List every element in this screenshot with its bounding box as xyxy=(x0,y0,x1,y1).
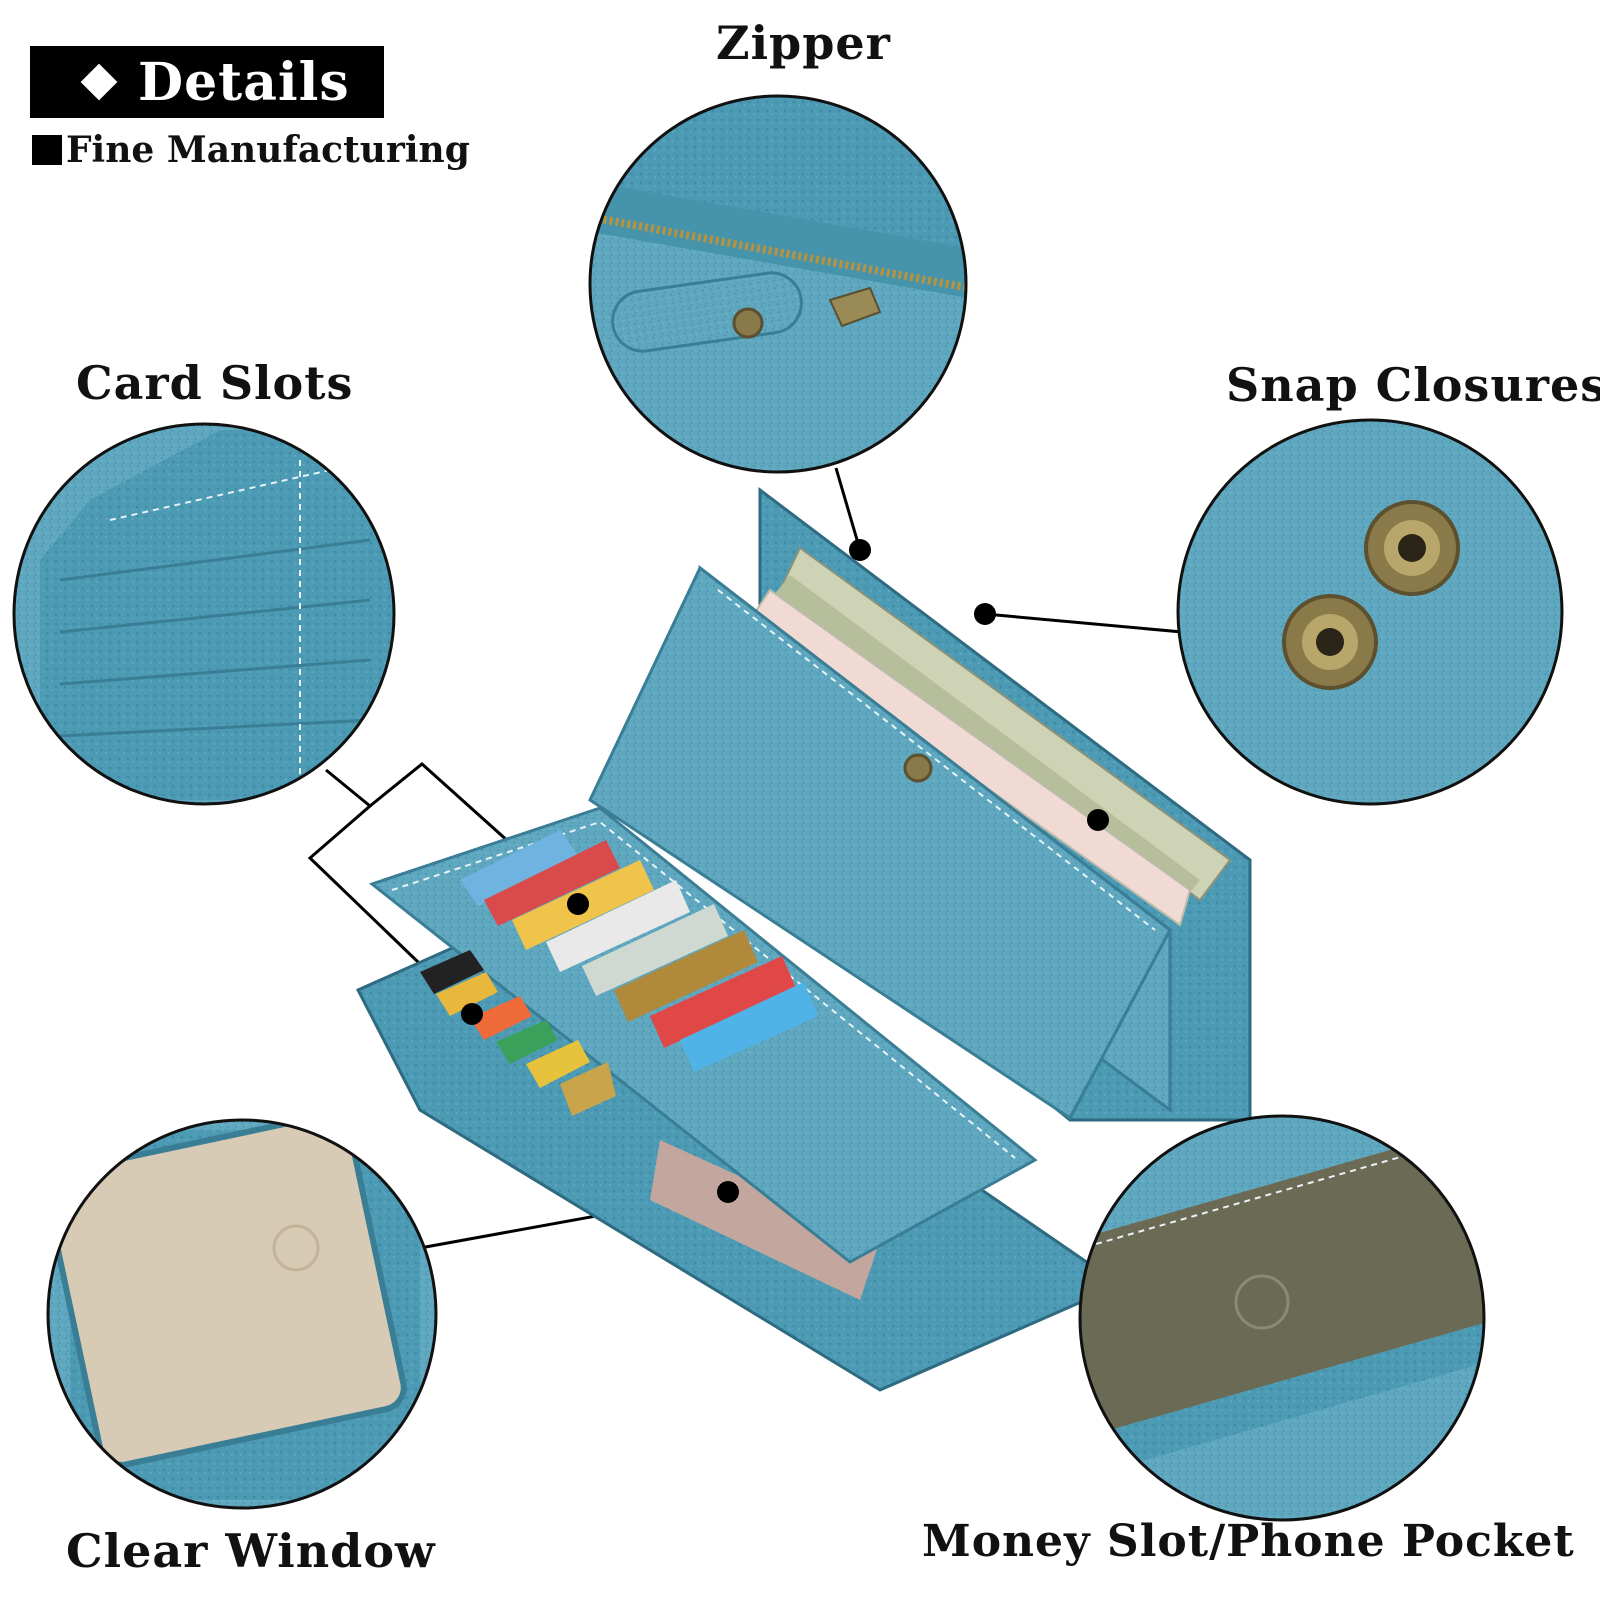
snap-closures-label: Snap Closures xyxy=(1226,358,1600,412)
money-slot-label: Money Slot/Phone Pocket xyxy=(922,1516,1575,1567)
clear-window-label: Clear Window xyxy=(66,1524,436,1578)
connector-dots xyxy=(461,539,1109,1203)
cards xyxy=(420,830,818,1116)
snap-closures-detail-circle xyxy=(1176,418,1564,806)
subtitle-text: Fine Manufacturing xyxy=(66,129,470,171)
snap-button-top-icon xyxy=(1364,500,1460,596)
sun-logo-icon xyxy=(272,1224,320,1272)
details-badge: Details xyxy=(30,46,384,118)
subtitle: Fine Manufacturing xyxy=(32,128,470,172)
snap-button-icon xyxy=(903,753,933,783)
zipper-detail-circle xyxy=(588,94,968,474)
card-slots-connector-1 xyxy=(307,768,474,1016)
zipper-pull-icon xyxy=(828,286,882,328)
snap-button-bottom-icon xyxy=(1282,594,1378,690)
clear-window-detail-circle xyxy=(46,1118,438,1510)
zipper-connector xyxy=(834,467,862,551)
snap-connector xyxy=(984,612,1183,634)
sun-emboss-icon xyxy=(1234,1274,1290,1330)
details-title: Details xyxy=(138,51,350,113)
card-slots-detail-circle xyxy=(12,422,396,806)
rivet-icon xyxy=(732,307,764,339)
square-bullet-icon xyxy=(32,135,62,165)
money-slot-detail-circle xyxy=(1078,1114,1486,1522)
zipper-label: Zipper xyxy=(716,16,891,70)
card-slots-label: Card Slots xyxy=(76,356,354,410)
